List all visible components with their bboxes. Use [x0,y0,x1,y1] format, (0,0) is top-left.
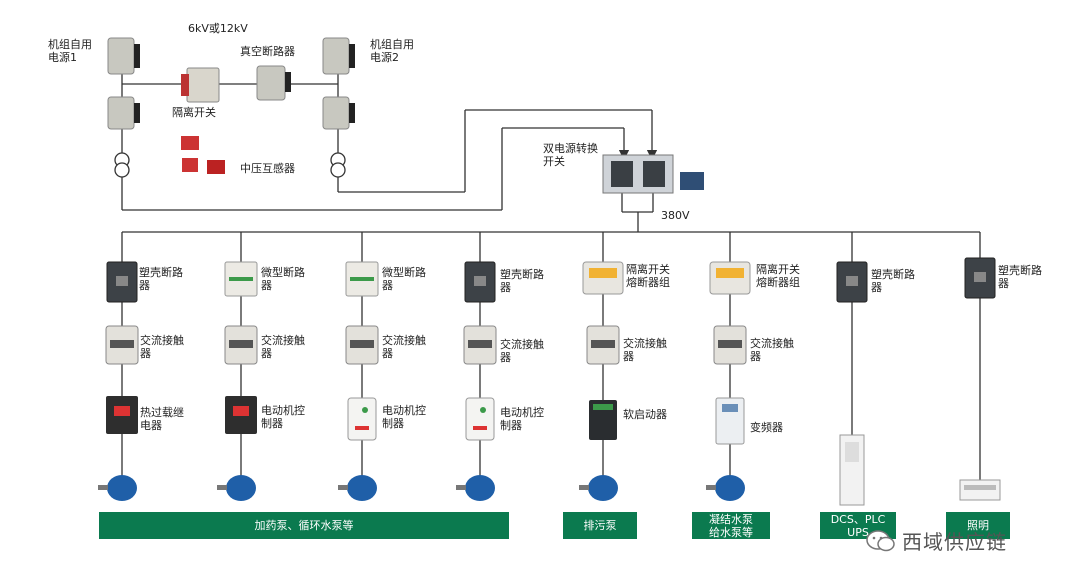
band-sewage-label: 排污泵 [583,519,617,532]
vcb-label: 真空断路器 [240,45,295,58]
b1-level1-label: 塑壳断路器 [139,266,183,292]
ct-label: 中压互感器 [240,162,295,175]
mv-breaker-icon-gen1 [107,37,140,75]
motor-icon-b2 [217,475,256,501]
b5-level1-label: 隔离开关熔断器组 [626,263,670,289]
band-lighting-label: 照明 [967,519,989,532]
mv-breaker-icon-gen1-lower [107,96,140,130]
b3-level2-label: 交流接触器 [382,334,426,360]
motor-controller-icon-b3 [347,397,377,441]
b1-level3-label: 热过载继电器 [140,406,184,432]
band-condensate-line1: 凝结水泵 [709,512,753,526]
transformer-icon-1 [114,152,130,178]
voltage-label: 6kV或12kV [188,22,248,35]
b5-level3-label: 软启动器 [623,408,667,421]
isolator-label: 隔离开关 [172,106,216,119]
ats-label: 双电源转换开关 [543,142,598,168]
isolator-icon [181,67,220,103]
band-condensate: 凝结水泵 给水泵等 [692,512,770,539]
lv-bus-label: 380V [661,209,690,222]
watermark-text: 西域供应链 [902,530,1007,554]
band-condensate-line2: 给水泵等 [709,525,753,539]
gen1-label: 机组自用电源1 [48,38,92,64]
ats-controller-icon [680,172,704,190]
b8-level1-label: 塑壳断路器 [998,264,1042,290]
b4-level3-label: 电动机控制器 [500,406,544,432]
b4-level2-label: 交流接触器 [500,338,544,364]
band-sewage: 排污泵 [563,512,637,539]
b6-level3-label: 变频器 [750,421,783,434]
motor-icon-b5 [579,475,618,501]
b6-level2-label: 交流接触器 [750,337,794,363]
b2-level1-label: 微型断路器 [261,266,305,292]
band-dcs-line1: DCS、PLC [830,512,886,526]
vacuum-breaker-icon [256,65,291,101]
b6-level1-label: 隔离开关熔断器组 [756,263,800,289]
motor-icon-b1 [98,475,137,501]
motor-icon-b6 [706,475,745,501]
b2-level3-label: 电动机控制器 [261,404,305,430]
band-pumps: 加药泵、循环水泵等 [99,512,509,539]
watermark: 西域供应链 [866,526,1007,555]
motor-icon-b4 [456,475,495,501]
b2-level2-label: 交流接触器 [261,334,305,360]
mv-breaker-icon-gen2 [322,37,355,75]
b5-level2-label: 交流接触器 [623,337,667,363]
transformer-icon-2 [330,152,346,178]
wechat-icon [866,529,895,551]
b4-level1-label: 塑壳断路器 [500,268,544,294]
b3-level3-label: 电动机控制器 [382,404,426,430]
b3-level1-label: 微型断路器 [382,266,426,292]
b1-level2-label: 交流接触器 [140,334,184,360]
mv-breaker-icon-gen2-lower [322,96,355,130]
motor-controller-icon-b4 [465,397,495,441]
gen2-label: 机组自用电源2 [370,38,414,64]
band-dcs-line2: UPS [847,525,869,539]
band-lighting: 照明 [946,512,1010,539]
b7-level1-label: 塑壳断路器 [871,268,915,294]
ats-switch-icon [602,154,674,194]
ct-icon [181,136,225,174]
motor-icon-b3 [338,475,377,501]
band-pumps-label: 加药泵、循环水泵等 [254,519,354,532]
